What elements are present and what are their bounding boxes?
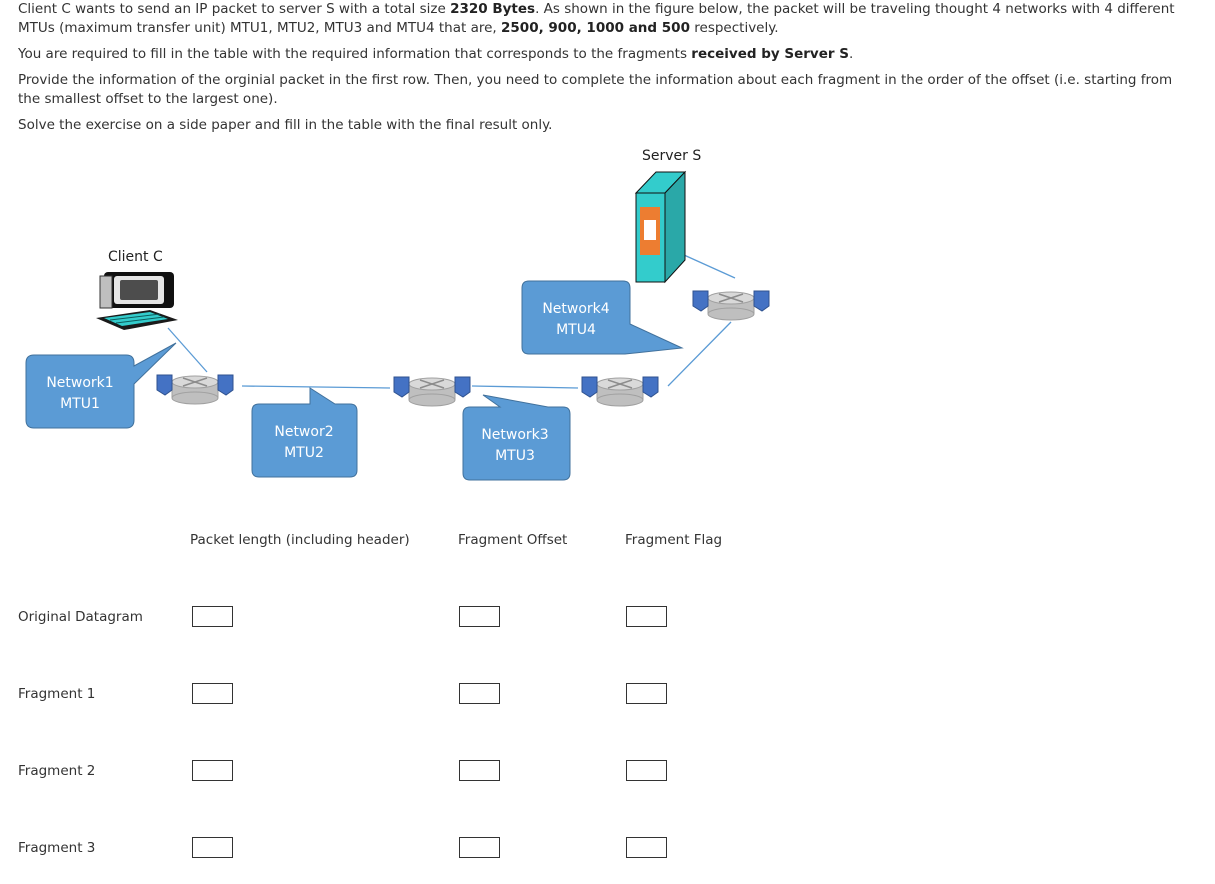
svg-text:MTU1: MTU1 (60, 396, 100, 412)
network2-callout: Networ2 MTU2 (251, 387, 358, 478)
svg-text:Network4: Network4 (542, 301, 609, 317)
row-label-fragment-2: Fragment 2 (18, 763, 96, 779)
fragment2-length-input[interactable] (192, 760, 233, 781)
original-length-input[interactable] (192, 606, 233, 627)
network-links (167, 254, 736, 389)
column-header-fragment-flag: Fragment Flag (625, 532, 723, 548)
column-header-fragment-offset: Fragment Offset (458, 532, 568, 548)
row-label-original: Original Datagram (18, 609, 143, 625)
fragment3-length-input[interactable] (192, 837, 233, 858)
original-offset-input[interactable] (459, 606, 500, 627)
instruction-paragraph-4: Solve the exercise on a side paper and f… (18, 117, 553, 133)
fragment3-flag-input[interactable] (626, 837, 667, 858)
svg-text:MTU3: MTU3 (495, 448, 535, 464)
instruction-paragraph-2: You are required to fill in the table wi… (18, 46, 854, 62)
instruction-paragraph-1: Client C wants to send an IP packet to s… (18, 1, 1175, 36)
server-icon (634, 170, 687, 284)
network-diagram: Client C Server S Network1 MTU1 Networ2 … (25, 148, 770, 481)
router-icon (393, 376, 471, 407)
svg-text:MTU4: MTU4 (556, 322, 596, 338)
fragment1-flag-input[interactable] (626, 683, 667, 704)
router-icon (692, 290, 770, 321)
network1-callout: Network1 MTU1 (25, 342, 177, 429)
instructions: Client C wants to send an IP packet to s… (18, 0, 1198, 142)
router-icon (581, 376, 659, 407)
fragment1-length-input[interactable] (192, 683, 233, 704)
row-label-fragment-3: Fragment 3 (18, 840, 96, 856)
client-computer-icon (96, 272, 178, 330)
svg-text:Network3: Network3 (481, 427, 548, 443)
svg-text:MTU2: MTU2 (284, 445, 324, 461)
svg-text:Networ2: Networ2 (274, 424, 333, 440)
client-label: Client C (108, 249, 163, 265)
fragment3-offset-input[interactable] (459, 837, 500, 858)
server-label: Server S (642, 148, 701, 164)
router-icon (156, 374, 234, 405)
network3-callout: Network3 MTU3 (462, 394, 571, 481)
fragment2-offset-input[interactable] (459, 760, 500, 781)
fragment2-flag-input[interactable] (626, 760, 667, 781)
column-header-packet-length: Packet length (including header) (190, 532, 410, 548)
row-label-fragment-1: Fragment 1 (18, 686, 96, 702)
instruction-paragraph-3: Provide the information of the orginial … (18, 72, 1173, 107)
svg-text:Network1: Network1 (46, 375, 113, 391)
network4-callout: Network4 MTU4 (521, 280, 684, 355)
fragment1-offset-input[interactable] (459, 683, 500, 704)
original-flag-input[interactable] (626, 606, 667, 627)
